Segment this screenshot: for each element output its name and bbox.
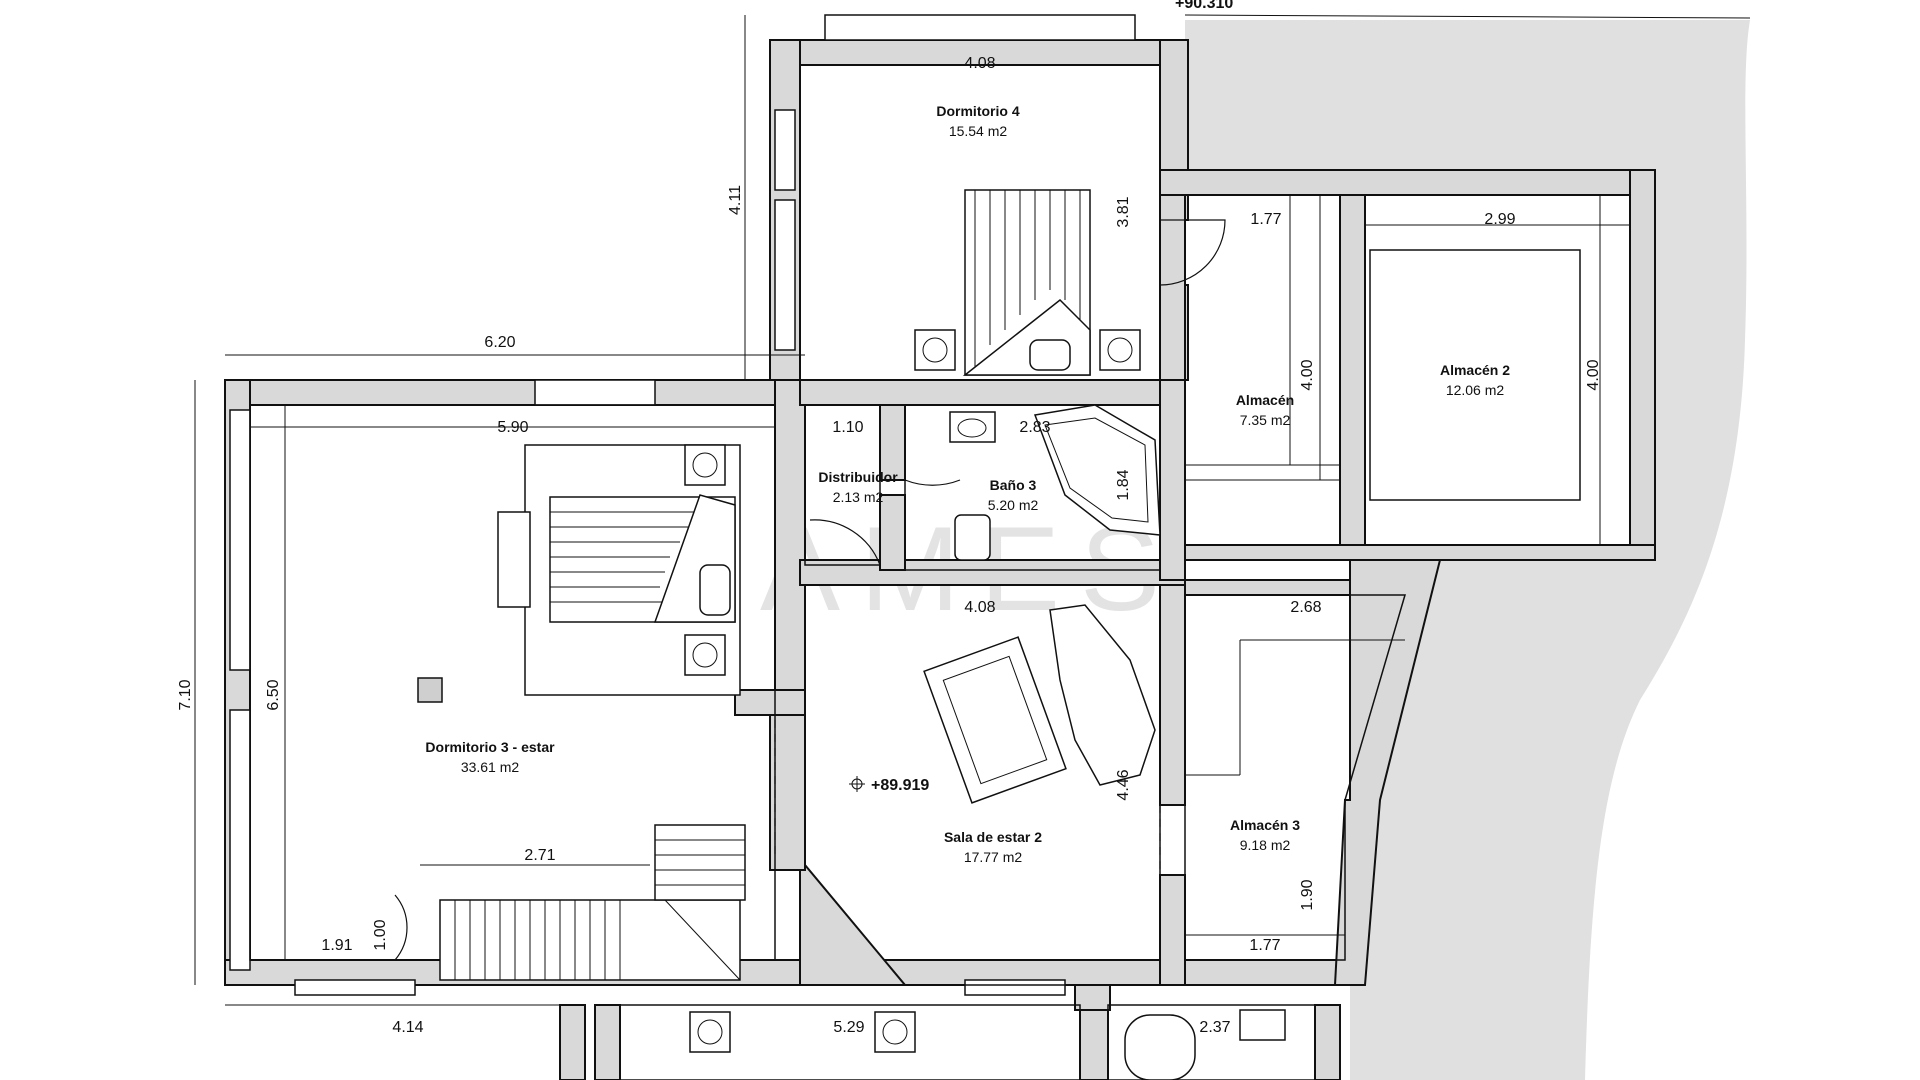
dim-4-46: 4.46 [1115, 769, 1132, 800]
room-name-bano-3: Baño 3 [990, 477, 1037, 493]
room-name-distribuidor: Distribuidor [818, 469, 898, 485]
room-area-almacen-3: 9.18 m2 [1240, 837, 1291, 853]
dimension-lines [194, 15, 1340, 1006]
dim-2-37: 2.37 [1199, 1019, 1230, 1036]
doors [394, 219, 1226, 961]
room-area-almacen: 7.35 m2 [1240, 412, 1291, 428]
dim-2-68: 2.68 [1290, 599, 1321, 616]
dim-2-99: 2.99 [1484, 211, 1515, 228]
level-top-text: +90.310 [1175, 0, 1233, 12]
room-dormitorio-4: Dormitorio 4 15.54 m2 [936, 103, 1019, 139]
room-bano-3: Baño 3 5.20 m2 [988, 477, 1039, 513]
dim-1-84: 1.84 [1115, 469, 1132, 500]
room-dormitorio-3: Dormitorio 3 - estar 33.61 m2 [425, 739, 555, 775]
room-area-bano-3: 5.20 m2 [988, 497, 1039, 513]
room-sala-de-estar-2: Sala de estar 2 17.77 m2 [944, 829, 1042, 865]
room-area-sala-de-estar-2: 17.77 m2 [964, 849, 1023, 865]
room-distribuidor: Distribuidor 2.13 m2 [818, 469, 898, 505]
dim-1-77-top: 1.77 [1250, 211, 1281, 228]
room-almacen-2: Almacén 2 12.06 m2 [1440, 362, 1510, 398]
dim-2-71: 2.71 [524, 847, 555, 864]
dim-7-10: 7.10 [177, 679, 194, 710]
dim-1-00: 1.00 [372, 919, 389, 950]
room-name-almacen-2: Almacén 2 [1440, 362, 1510, 378]
room-name-almacen: Almacén [1236, 392, 1294, 408]
dim-4-14: 4.14 [392, 1019, 423, 1036]
furniture [417, 189, 1286, 1080]
dim-1-77-bot: 1.77 [1249, 937, 1280, 954]
room-area-almacen-2: 12.06 m2 [1446, 382, 1505, 398]
dim-4-08-top: 4.08 [964, 55, 995, 72]
terrain-edge [1184, 14, 1751, 19]
dim-4-08-mid: 4.08 [964, 599, 995, 616]
level-marker-main: +89.919 [849, 776, 929, 794]
room-name-dormitorio-4: Dormitorio 4 [936, 103, 1019, 119]
dim-5-29: 5.29 [833, 1019, 864, 1036]
dim-4-11: 4.11 [727, 185, 744, 215]
dim-4-00-b: 4.00 [1585, 359, 1602, 390]
dim-4-00-a: 4.00 [1299, 359, 1316, 390]
level-main-text: +89.919 [871, 777, 929, 794]
room-name-sala-de-estar-2: Sala de estar 2 [944, 829, 1042, 845]
room-name-almacen-3: Almacén 3 [1230, 817, 1300, 833]
dim-5-90: 5.90 [497, 419, 528, 436]
room-area-dormitorio-4: 15.54 m2 [949, 123, 1008, 139]
room-name-dormitorio-3: Dormitorio 3 - estar [425, 739, 555, 755]
dim-6-50: 6.50 [265, 679, 282, 710]
room-area-distribuidor: 2.13 m2 [833, 489, 884, 505]
dim-3-81: 3.81 [1115, 196, 1132, 227]
dim-2-83: 2.83 [1019, 419, 1050, 436]
dim-1-10: 1.10 [832, 419, 863, 436]
dim-6-20: 6.20 [484, 334, 515, 351]
room-area-dormitorio-3: 33.61 m2 [461, 759, 520, 775]
dimension-labels: 4.08 4.11 3.81 1.77 2.99 6.20 5.90 1.10 … [177, 55, 1602, 1036]
terrain-area [1185, 20, 1750, 1080]
room-almacen-3: Almacén 3 9.18 m2 [1230, 817, 1300, 853]
room-almacen: Almacén 7.35 m2 [1236, 392, 1294, 428]
dim-1-90: 1.90 [1299, 879, 1316, 910]
dim-1-91: 1.91 [321, 937, 352, 954]
